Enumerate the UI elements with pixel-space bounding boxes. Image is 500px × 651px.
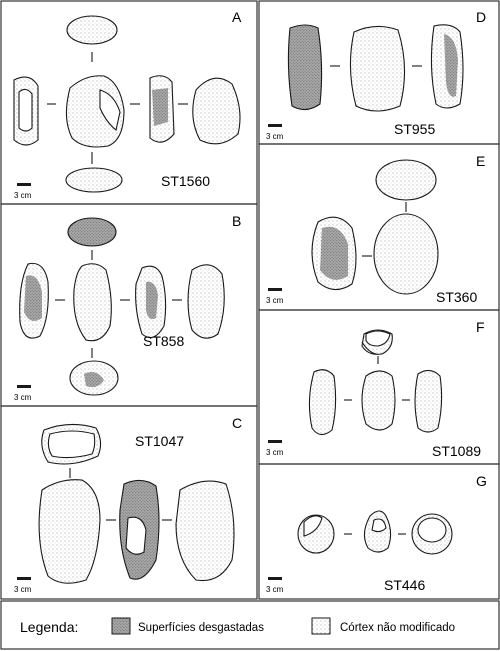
panel-letter: E	[476, 153, 485, 169]
specimen-id: ST955	[394, 121, 435, 137]
specimen-id: ST446	[384, 577, 425, 593]
scale-label: 3 cm	[14, 585, 32, 594]
legend-title: Legenda:	[20, 619, 78, 635]
specimen-drawing	[311, 159, 439, 295]
specimen-id: ST858	[143, 333, 184, 349]
specimen-drawing	[308, 329, 443, 436]
scale-label: 3 cm	[266, 132, 284, 141]
panel-C: C 3 cm ST1047	[14, 415, 242, 594]
panel-G: G 3 cm ST446	[266, 473, 487, 594]
panel-letter: F	[476, 319, 485, 335]
legend-label: Córtex não modificado	[340, 622, 455, 634]
panel-letter: C	[232, 415, 242, 431]
panel-letter: G	[476, 473, 487, 489]
scale-bar: 3 cm	[266, 577, 284, 594]
scale-bar: 3 cm	[266, 440, 284, 457]
scale-label: 3 cm	[266, 296, 284, 305]
legend-frame	[0, 600, 500, 650]
panel-G-frame	[258, 463, 500, 600]
scale-bar: 3 cm	[14, 385, 32, 402]
scale-label: 3 cm	[14, 393, 32, 402]
specimen-id: ST1047	[135, 433, 184, 449]
scale-label: 3 cm	[266, 585, 284, 594]
specimen-drawing	[297, 510, 453, 555]
panel-B: B 3 cm ST858	[14, 213, 241, 402]
scale-bar: 3 cm	[266, 124, 284, 141]
scale-label: 3 cm	[266, 448, 284, 457]
specimen-drawing	[287, 24, 464, 112]
scale-bar: 3 cm	[14, 577, 32, 594]
specimen-id: ST1560	[161, 173, 210, 189]
legend: Legenda: Superfícies desgastadas Córtex …	[20, 617, 455, 635]
specimen-drawing	[19, 217, 225, 396]
scale-bar: 3 cm	[14, 183, 32, 200]
panel-letter: D	[476, 9, 486, 25]
legend-swatch-cortex	[311, 617, 331, 635]
panel-C-frame	[0, 405, 258, 600]
specimen-id: ST1089	[432, 443, 481, 459]
specimen-drawing	[38, 423, 235, 584]
panel-E: E 3 cm ST360	[266, 153, 485, 305]
legend-swatch-worn	[111, 617, 131, 635]
panel-E-frame	[258, 143, 500, 311]
scale-label: 3 cm	[14, 191, 32, 200]
panel-D: D 3 cm ST955	[266, 9, 486, 141]
panel-letter: A	[232, 9, 242, 25]
panel-F: F 3 cm ST1089	[266, 319, 485, 459]
legend-label: Superfícies desgastadas	[138, 622, 264, 634]
panel-letter: B	[232, 213, 241, 229]
scale-bar: 3 cm	[266, 288, 284, 305]
panel-A: A 3 cm ST1560	[13, 9, 242, 200]
specimen-drawing	[13, 15, 241, 193]
specimen-id: ST360	[436, 289, 477, 305]
